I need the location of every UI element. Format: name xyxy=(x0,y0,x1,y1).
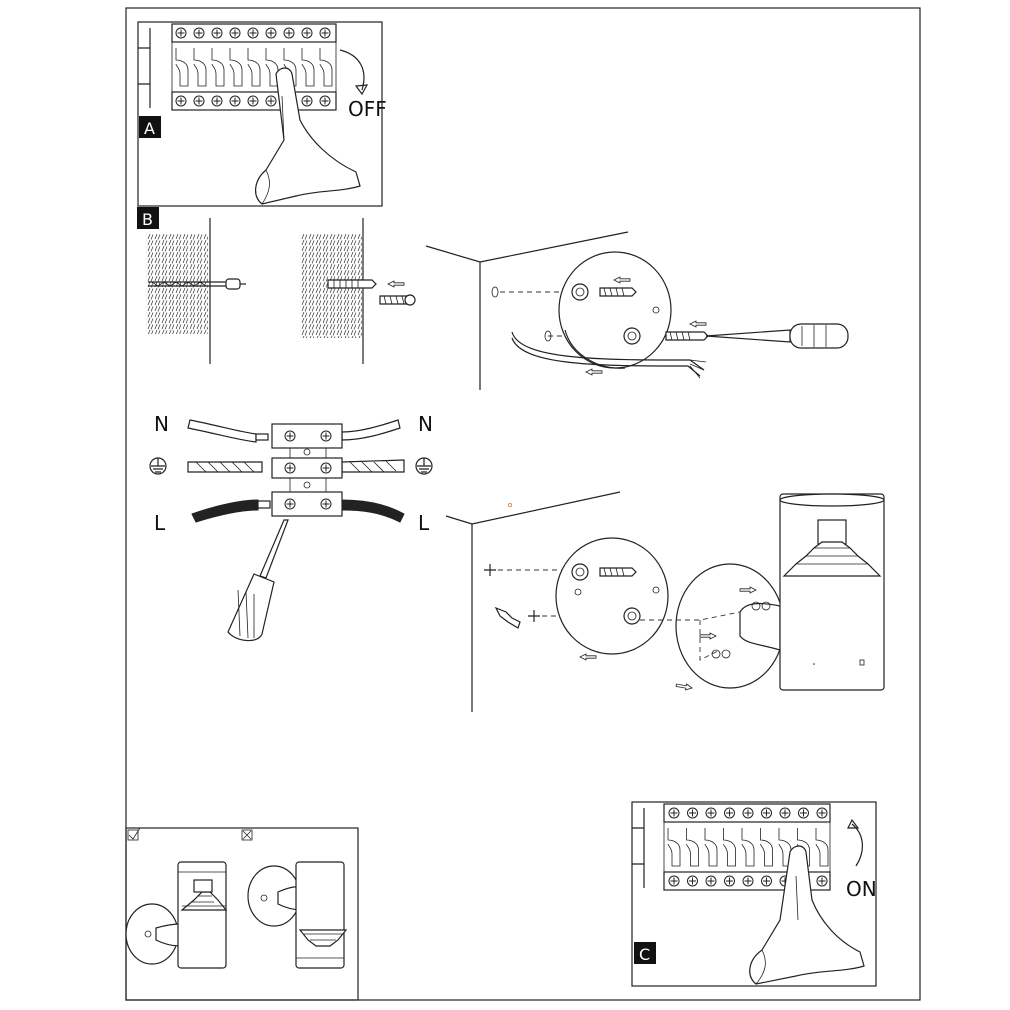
step-a-badge xyxy=(139,116,161,138)
terminal-screw-icon xyxy=(705,807,717,819)
neutral-label-right: N xyxy=(418,412,433,436)
live-label-right: L xyxy=(418,511,430,535)
wiring-connection-step: N N L L xyxy=(149,412,433,642)
breaker-switch-row xyxy=(667,828,829,867)
panel-a-breaker-off: OFF A xyxy=(137,21,387,207)
terminal-screw-icon xyxy=(724,875,735,887)
terminal-screw-icon xyxy=(193,95,205,107)
step-b-badge xyxy=(137,207,159,229)
terminal-screw-icon xyxy=(687,875,698,887)
live-label-left: L xyxy=(154,511,166,535)
panel-a-frame xyxy=(137,21,383,207)
breaker-switch-row xyxy=(175,48,333,87)
breaker-toggle xyxy=(319,48,333,87)
panel-c-frame xyxy=(631,801,877,987)
neutral-label-left: N xyxy=(154,412,169,436)
step-a-label: A xyxy=(144,119,155,138)
breaker-toggle xyxy=(283,48,297,87)
marker-dot xyxy=(507,502,512,507)
terminal-screw-icon xyxy=(319,95,331,107)
terminal-screw-icon xyxy=(229,27,241,39)
earth-ground-icon xyxy=(149,457,167,475)
breaker-terminal-screws-top xyxy=(175,27,331,39)
screwdriver-icon xyxy=(227,519,289,642)
check-box-icon xyxy=(127,827,141,841)
terminal-screw-icon xyxy=(742,875,754,887)
dowel-insert-wall xyxy=(300,218,416,364)
terminal-screw-icon xyxy=(761,875,772,887)
switch-off-arrow-icon xyxy=(339,49,365,91)
page-frame xyxy=(125,7,921,1001)
orientation-frame xyxy=(125,827,359,1001)
terminal-screw-icon xyxy=(265,27,277,39)
breaker-toggle xyxy=(301,48,315,87)
breaker-toggle xyxy=(741,828,755,867)
breaker-toggle xyxy=(815,828,829,867)
switch-on-arrow-icon xyxy=(851,823,863,867)
terminal-screw-icon xyxy=(211,95,223,107)
breaker-toggle xyxy=(193,48,207,87)
breaker-toggle xyxy=(723,828,736,867)
terminal-screw-icon xyxy=(301,95,313,107)
terminal-screw-icon xyxy=(247,27,259,39)
terminal-screw-icon xyxy=(779,807,791,819)
breaker-toggle xyxy=(229,48,243,87)
terminal-screw-icon xyxy=(724,807,735,819)
terminal-screw-icon xyxy=(687,807,698,819)
terminal-screw-icon xyxy=(668,875,680,887)
hand-pointing-icon xyxy=(255,67,361,205)
terminal-screw-icon xyxy=(798,807,809,819)
step-c-label: C xyxy=(639,945,650,964)
cross-box-icon xyxy=(241,829,253,841)
terminal-screw-icon xyxy=(816,875,828,887)
terminal-screw-icon xyxy=(265,95,277,107)
breaker-toggle xyxy=(247,48,261,87)
terminal-screw-icon xyxy=(319,27,331,39)
terminal-screw-icon xyxy=(229,95,241,107)
breaker-toggle xyxy=(667,828,681,867)
screwdriver-icon xyxy=(705,329,791,343)
step-c-badge xyxy=(634,942,656,964)
mount-base-plate-step xyxy=(425,231,849,390)
drill-hole-wall xyxy=(146,218,246,364)
breaker-terminal-screws-bottom xyxy=(175,95,331,107)
terminal-screw-icon xyxy=(705,875,717,887)
terminal-screw-icon xyxy=(175,95,187,107)
terminal-screw-icon xyxy=(193,27,205,39)
terminal-screw-icon xyxy=(211,27,223,39)
terminal-screw-icon xyxy=(247,95,259,107)
hand-pointing-icon xyxy=(749,845,865,985)
terminal-screw-icon xyxy=(301,27,313,39)
step-b-label: B xyxy=(142,210,153,229)
breaker-terminal-screws-top xyxy=(668,807,828,819)
breaker-toggle xyxy=(686,828,699,867)
terminal-screw-icon xyxy=(668,807,680,819)
switch-on-label: ON xyxy=(846,877,877,901)
breaker-toggle xyxy=(211,48,225,87)
panel-c-breaker-on: ON C xyxy=(631,801,877,987)
terminal-screw-icon xyxy=(742,807,754,819)
switch-off-label: OFF xyxy=(348,97,387,121)
orientation-panel xyxy=(125,827,359,1001)
breaker-toggle xyxy=(704,828,718,867)
earth-ground-icon xyxy=(415,457,433,475)
terminal-screw-icon xyxy=(761,807,772,819)
lamp-assembly-step xyxy=(445,491,885,712)
terminal-screw-icon xyxy=(283,27,295,39)
breaker-toggle xyxy=(175,48,189,87)
terminal-screw-icon xyxy=(175,27,187,39)
breaker-toggle xyxy=(760,828,773,867)
terminal-screw-icon xyxy=(816,807,828,819)
